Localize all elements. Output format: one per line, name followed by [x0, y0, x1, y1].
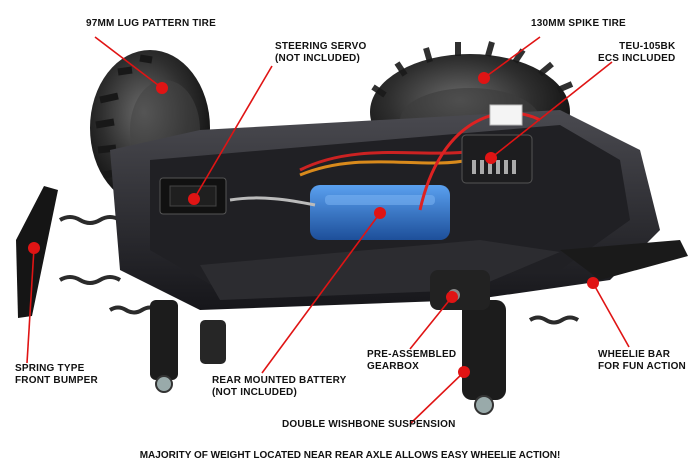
- rear-wheel-hub: [462, 300, 506, 415]
- callout-lines: [26, 36, 630, 425]
- label-steering-servo-line1: STEERING SERVO: [275, 41, 367, 52]
- label-gearbox-line1: PRE-ASSEMBLED: [367, 349, 457, 360]
- label-battery-line1: REAR MOUNTED BATTERY: [212, 375, 347, 386]
- label-esc: TEU-105BK ECS INCLUDED: [598, 41, 675, 65]
- label-wheelie-bar-line2: FOR FUN ACTION: [598, 361, 686, 372]
- caption: MAJORITY OF WEIGHT LOCATED NEAR REAR AXL…: [139, 450, 561, 461]
- label-battery: REAR MOUNTED BATTERY (NOT INCLUDED): [212, 375, 347, 399]
- label-spike-tire: 130MM SPIKE TIRE: [531, 18, 626, 29]
- wiring: [229, 111, 541, 211]
- front-hub: [150, 300, 226, 393]
- label-spring-bumper-line2: FRONT BUMPER: [15, 375, 98, 386]
- label-steering-servo-line2: (NOT INCLUDED): [275, 53, 361, 64]
- label-esc-line2: ECS INCLUDED: [598, 53, 676, 64]
- label-wheelie-bar: WHEELIE BAR FOR FUN ACTION: [598, 349, 686, 373]
- gearbox: [430, 270, 490, 310]
- label-gearbox: PRE-ASSEMBLED GEARBOX: [367, 349, 456, 373]
- label-spring-bumper-line1: SPRING TYPE: [15, 363, 85, 374]
- label-gearbox-line2: GEARBOX: [367, 361, 419, 372]
- callout-dots: [28, 72, 599, 378]
- label-steering-servo: STEERING SERVO (NOT INCLUDED): [275, 41, 367, 65]
- label-suspension: DOUBLE WISHBONE SUSPENSION: [282, 419, 456, 430]
- esc-unit: [461, 104, 533, 184]
- label-spring-bumper: SPRING TYPE FRONT BUMPER: [15, 363, 98, 387]
- label-battery-line2: (NOT INCLUDED): [212, 387, 298, 398]
- label-wheelie-bar-line1: WHEELIE BAR: [598, 349, 671, 360]
- label-esc-line1: TEU-105BK: [619, 41, 676, 52]
- label-lug-tire: 97MM LUG PATTERN TIRE: [86, 18, 216, 29]
